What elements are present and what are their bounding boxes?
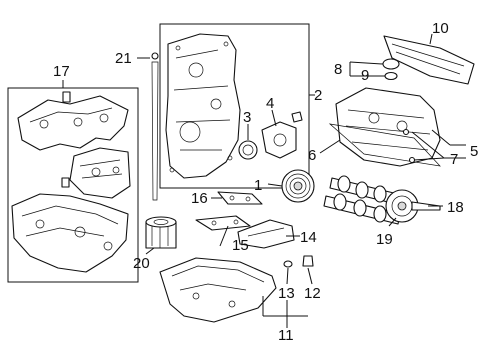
callout-3: 3	[243, 109, 251, 126]
callout-15: 15	[232, 237, 249, 254]
timing-cover-group	[159, 23, 315, 189]
callout-labels: 1 2 3 4 5 6 7 8 9 10 11 12 13 14 15 16 1…	[53, 20, 478, 344]
valve-cover	[328, 87, 441, 167]
oil-filler-cap	[349, 58, 400, 81]
callout-16: 16	[191, 190, 208, 207]
callout-4: 4	[266, 95, 274, 112]
callout-11: 11	[278, 327, 294, 344]
oil-filter	[145, 216, 177, 249]
callout-1: 1	[254, 177, 262, 194]
callout-6: 6	[308, 147, 316, 164]
oil-pan	[159, 257, 277, 323]
callout-12: 12	[304, 285, 321, 302]
callout-21: 21	[115, 50, 132, 67]
brackets	[195, 191, 295, 249]
callout-9: 9	[361, 67, 369, 84]
crankshaft-pulley	[281, 169, 315, 203]
callout-20: 20	[133, 255, 150, 272]
callout-17: 17	[53, 63, 70, 80]
dipstick	[137, 52, 159, 201]
balancer-assembly-group	[7, 80, 139, 283]
callout-19: 19	[376, 231, 393, 248]
drain-plug	[263, 255, 314, 317]
leader-lines	[145, 33, 466, 328]
callout-2: 2	[314, 87, 322, 104]
callout-10: 10	[432, 20, 449, 37]
engine-cover	[383, 35, 475, 85]
callout-7: 7	[450, 151, 458, 168]
callout-18: 18	[447, 199, 464, 216]
callout-14: 14	[300, 229, 317, 246]
camshaft-assembly	[323, 175, 441, 225]
callout-13: 13	[278, 285, 295, 302]
callout-8: 8	[334, 61, 342, 78]
callout-5: 5	[470, 143, 478, 160]
